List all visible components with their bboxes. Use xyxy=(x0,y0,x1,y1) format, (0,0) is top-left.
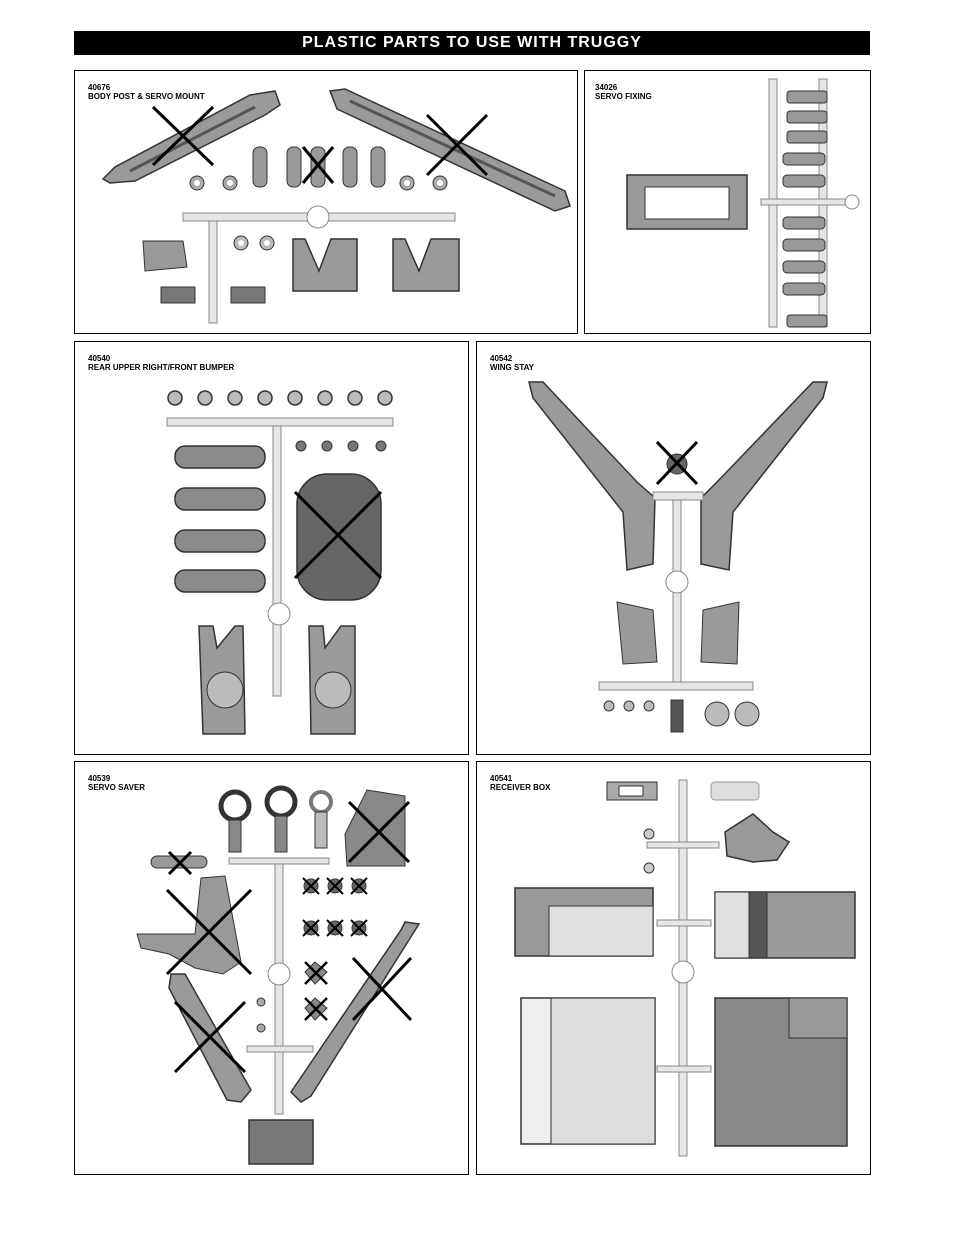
page-title: PLASTIC PARTS TO USE WITH TRUGGY xyxy=(302,34,642,51)
part-name: SERVO SAVER xyxy=(88,783,146,792)
parts-illustration xyxy=(136,785,421,1165)
panel-40676: 40676 BODY POST & SERVO MOUNT xyxy=(74,70,578,334)
parts-illustration xyxy=(514,779,856,1157)
part-number: 40541 xyxy=(490,774,513,783)
panel-40542: 40542 WING STAY xyxy=(476,341,871,755)
parts-illustration xyxy=(528,381,828,733)
panel-34026: 34026 SERVO FIXING xyxy=(584,70,871,334)
part-name: REAR UPPER RIGHT/FRONT BUMPER xyxy=(88,363,235,372)
part-name: RECEIVER BOX xyxy=(490,783,551,792)
parts-illustration xyxy=(626,78,860,328)
panel-40539: 40539 SERVO SAVER xyxy=(74,761,469,1175)
page-title-bar: PLASTIC PARTS TO USE WITH TRUGGY xyxy=(74,31,870,55)
part-name: BODY POST & SERVO MOUNT xyxy=(88,92,205,101)
part-number: 34026 xyxy=(595,83,618,92)
part-number: 40542 xyxy=(490,354,513,363)
parts-illustration xyxy=(166,390,394,735)
part-number: 40540 xyxy=(88,354,111,363)
part-name: SERVO FIXING xyxy=(595,92,652,101)
parts-illustration xyxy=(101,88,571,324)
panel-40541: 40541 RECEIVER BOX xyxy=(476,761,871,1175)
panel-40540: 40540 REAR UPPER RIGHT/FRONT BUMPER xyxy=(74,341,469,755)
part-name: WING STAY xyxy=(490,363,535,372)
part-number: 40539 xyxy=(88,774,111,783)
part-number: 40676 xyxy=(88,83,111,92)
